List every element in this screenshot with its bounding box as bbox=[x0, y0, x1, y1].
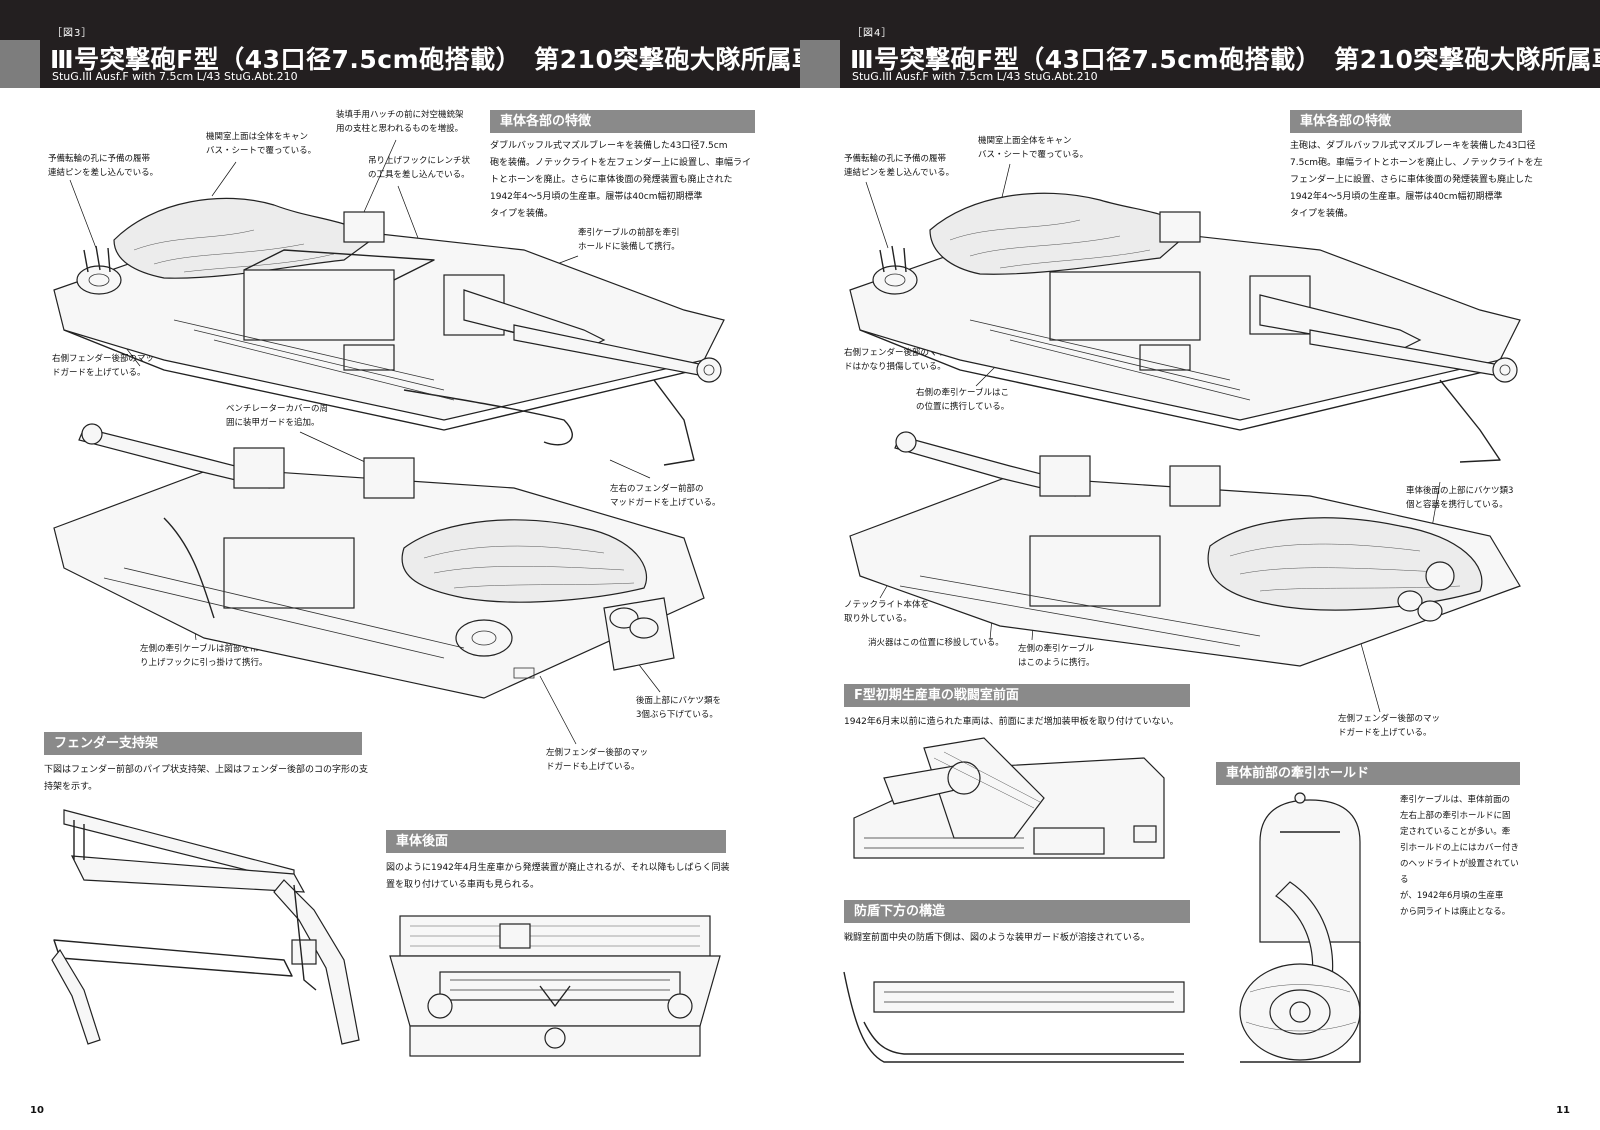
callout-left-mudguard: 左側フェンダー後部のマッドガードも上げている。 bbox=[546, 748, 649, 772]
early-front-drawing bbox=[853, 737, 1165, 859]
rear-header: 車体後面 bbox=[386, 830, 726, 853]
callout-ventilator: ベンチレーターカバーの周囲に装甲ガードを追加。 bbox=[226, 404, 329, 428]
fender-header: フェンダー支持架 bbox=[44, 732, 362, 755]
callout-aa-mount: 装填手用ハッチの前に対空機銃架用の支柱と思われるものを増設。 bbox=[336, 110, 464, 134]
page-number: 11 bbox=[1556, 1105, 1570, 1116]
header-band bbox=[0, 0, 800, 88]
callout-left-cable: 左側の牽引ケーブルは前部を吊り上げフックに引っ掛けて携行。 bbox=[140, 644, 268, 668]
callout-engine-deck: 機関室上面全体をキャンバス・シートで覆っている。 bbox=[978, 136, 1089, 160]
mantlet-header: 防盾下方の構造 bbox=[844, 900, 1190, 923]
callout-left-cable: 左側の牽引ケーブルはこのように携行。 bbox=[1018, 644, 1095, 668]
rear-text: 図のように1942年4月生産車から発煙装置が廃止されるが、それ以降もしばらく同装… bbox=[386, 863, 730, 890]
fender-text: 下図はフェンダー前部のパイプ状支持架、上図はフェンダー後部のコの字形の支 持架を… bbox=[44, 765, 369, 792]
page-title: Ⅲ号突撃砲F型（43口径7.5cm砲搭載） 第210突撃砲大隊所属車 bbox=[850, 45, 1600, 74]
early-front-header: F型初期生産車の戦闘室前面 bbox=[844, 684, 1190, 707]
page-number: 10 bbox=[30, 1105, 44, 1116]
callout-spare-wheel: 予備転輪の孔に予備の履帯連結ピンを差し込んでいる。 bbox=[844, 154, 955, 178]
early-front-text: 1942年6月末以前に造られた車両は、前面にまだ増加装甲板を取り付けていない。 bbox=[844, 717, 1179, 727]
page-subtitle: StuG.III Ausf.F with 7.5cm L/43 StuG.Abt… bbox=[852, 70, 1098, 83]
fender-support-drawing bbox=[51, 809, 360, 1045]
page-right: ［図4］ Ⅲ号突撃砲F型（43口径7.5cm砲搭載） 第210突撃砲大隊所属車 … bbox=[800, 0, 1600, 1130]
callout-right-mudguard: 右側フェンダー後部のマッドガードはかなり損傷している。 bbox=[844, 348, 972, 372]
page-title: Ⅲ号突撃砲F型（43口径7.5cm砲搭載） 第210突撃砲大隊所属車 bbox=[50, 45, 800, 74]
vehicle-drawing-top bbox=[849, 192, 1521, 463]
header-tab bbox=[0, 40, 40, 88]
mantlet-drawing bbox=[843, 971, 1185, 1063]
figure-number: ［図3］ bbox=[52, 28, 93, 39]
tow-hold-text: 牽引ケーブルは、車体前面の 左右上部の牽引ホールドに固 定されていることが多い。… bbox=[1400, 795, 1520, 917]
callout-spare-wheel: 予備転輪の孔に予備の履帯連結ピンを差し込んでいる。 bbox=[48, 154, 159, 178]
features-text: 主砲は、ダブルバッフル式マズルブレーキを装備した43口径 7.5cm砲。車幅ライ… bbox=[1290, 141, 1543, 219]
features-header: 車体各部の特徴 bbox=[1290, 110, 1522, 133]
callout-lifting-hook: 吊り上げフックにレンチ状の工具を差し込んでいる。 bbox=[368, 156, 471, 180]
callout-engine-deck: 機関室上面は全体をキャンバス・シートで覆っている。 bbox=[206, 132, 317, 156]
callout-tow-cable: 牽引ケーブルの前部を牽引ホールドに装備して携行。 bbox=[578, 228, 680, 252]
tow-hold-header: 車体前部の牽引ホールド bbox=[1216, 762, 1520, 785]
page-subtitle: StuG.III Ausf.F with 7.5cm L/43 StuG.Abt… bbox=[52, 70, 298, 83]
figure-number: ［図4］ bbox=[852, 28, 893, 39]
header-band bbox=[800, 0, 1600, 88]
vehicle-drawing-top bbox=[53, 197, 725, 466]
callout-extinguisher: 消火器はこの位置に移設している。 bbox=[868, 638, 1004, 648]
callout-left-mudguard: 左側フェンダー後部のマッドガードを上げている。 bbox=[1338, 714, 1441, 738]
tow-hold-drawing bbox=[1239, 792, 1361, 1063]
page-left: ［図3］ Ⅲ号突撃砲F型（43口径7.5cm砲搭載） 第210突撃砲大隊所属車 … bbox=[0, 0, 800, 1116]
callout-notek-light: ノテックライト本体を取り外している。 bbox=[844, 600, 930, 624]
vehicle-drawing-bottom bbox=[849, 431, 1521, 667]
vehicle-rear-drawing bbox=[389, 915, 721, 1057]
features-header: 車体各部の特徴 bbox=[490, 110, 755, 133]
callout-right-cable: 右側の牽引ケーブルはこの位置に携行している。 bbox=[916, 388, 1010, 412]
header-tab bbox=[800, 40, 840, 88]
callout-front-mudguards: 左右のフェンダー前部のマッドガードを上げている。 bbox=[610, 484, 721, 508]
features-text: ダブルバッフル式マズルブレーキを装備した43口径7.5cm 砲を装備。ノテックラ… bbox=[490, 141, 752, 219]
vehicle-drawing-bottom bbox=[53, 423, 705, 699]
mantlet-text: 戦闘室前面中央の防盾下側は、図のような装甲ガード板が溶接されている。 bbox=[844, 933, 1150, 943]
